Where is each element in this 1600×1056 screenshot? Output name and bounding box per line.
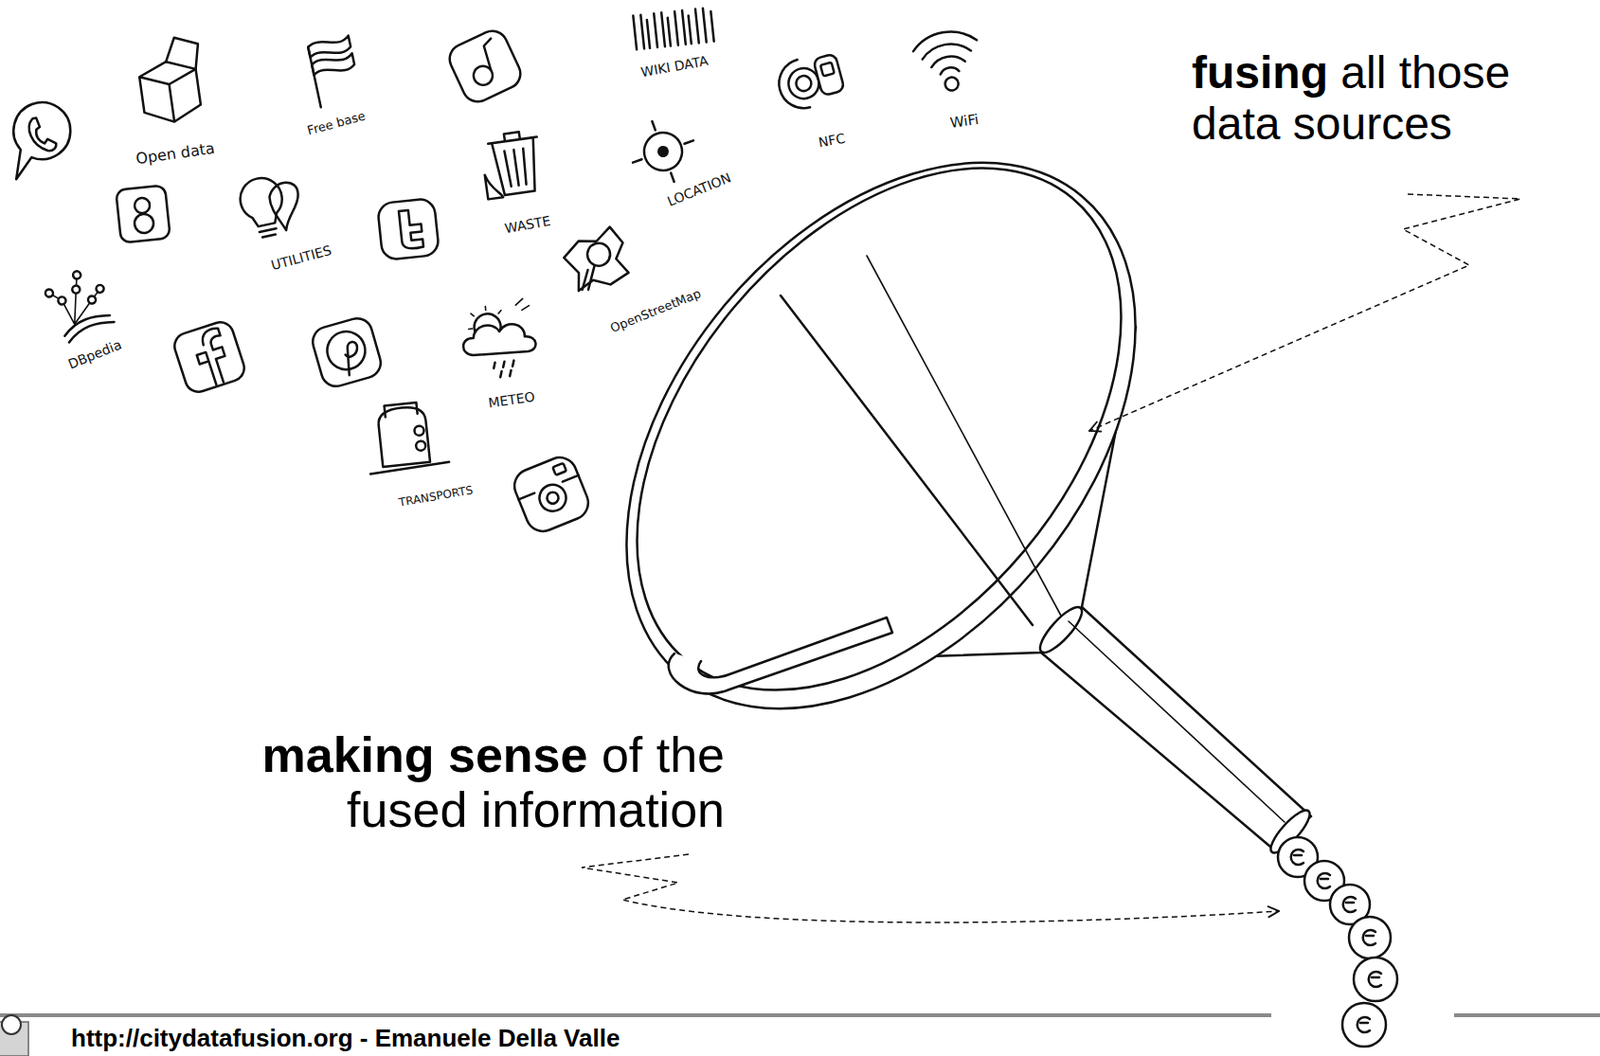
meteo-icon	[458, 297, 539, 381]
callout-text: fusing all those data sources	[1191, 47, 1571, 150]
nfc-icon	[773, 50, 847, 114]
icon-label: WASTE	[503, 213, 553, 236]
pinterest-icon	[308, 314, 384, 390]
icon-label: WIKI DATA	[639, 53, 709, 80]
wikidata-icon	[632, 7, 714, 50]
checkin-icon	[444, 25, 525, 107]
icon-label: Open data	[134, 139, 216, 168]
leader-line	[581, 854, 1279, 923]
fused-drops	[1277, 837, 1398, 1047]
facebook-icon	[171, 319, 249, 396]
dbpedia-icon	[41, 264, 118, 344]
freebase-icon	[307, 35, 362, 108]
waste-icon	[479, 129, 545, 200]
icon-label: LOCATION	[665, 169, 734, 209]
openstreetmap-icon	[558, 224, 634, 296]
icon-label: Free base	[305, 108, 367, 139]
icon-label: METEO	[486, 389, 536, 412]
footer-caption: http://citydatafusion.org - Emanuele Del…	[71, 1025, 620, 1052]
icon-label: OpenStreetMap	[608, 286, 703, 336]
transports-icon	[363, 399, 450, 474]
utilities-icon	[236, 170, 306, 240]
location-icon	[621, 109, 704, 193]
icon-label: UTILITIES	[269, 242, 333, 273]
callout-text: making sense of the fused information	[213, 727, 725, 838]
icon-label: WiFi	[949, 110, 981, 132]
icon-label: TRANSPORTS	[397, 483, 474, 510]
icon-label: NFC	[817, 130, 847, 151]
phone-icon	[3, 97, 78, 180]
camera-icon	[509, 452, 594, 538]
icon-label: DBpedia	[66, 336, 125, 372]
google-plus-icon	[115, 184, 171, 243]
wifi-icon	[911, 26, 986, 96]
twitter-icon	[377, 197, 440, 261]
leader-line	[1089, 194, 1521, 432]
open-data-icon	[134, 34, 209, 126]
